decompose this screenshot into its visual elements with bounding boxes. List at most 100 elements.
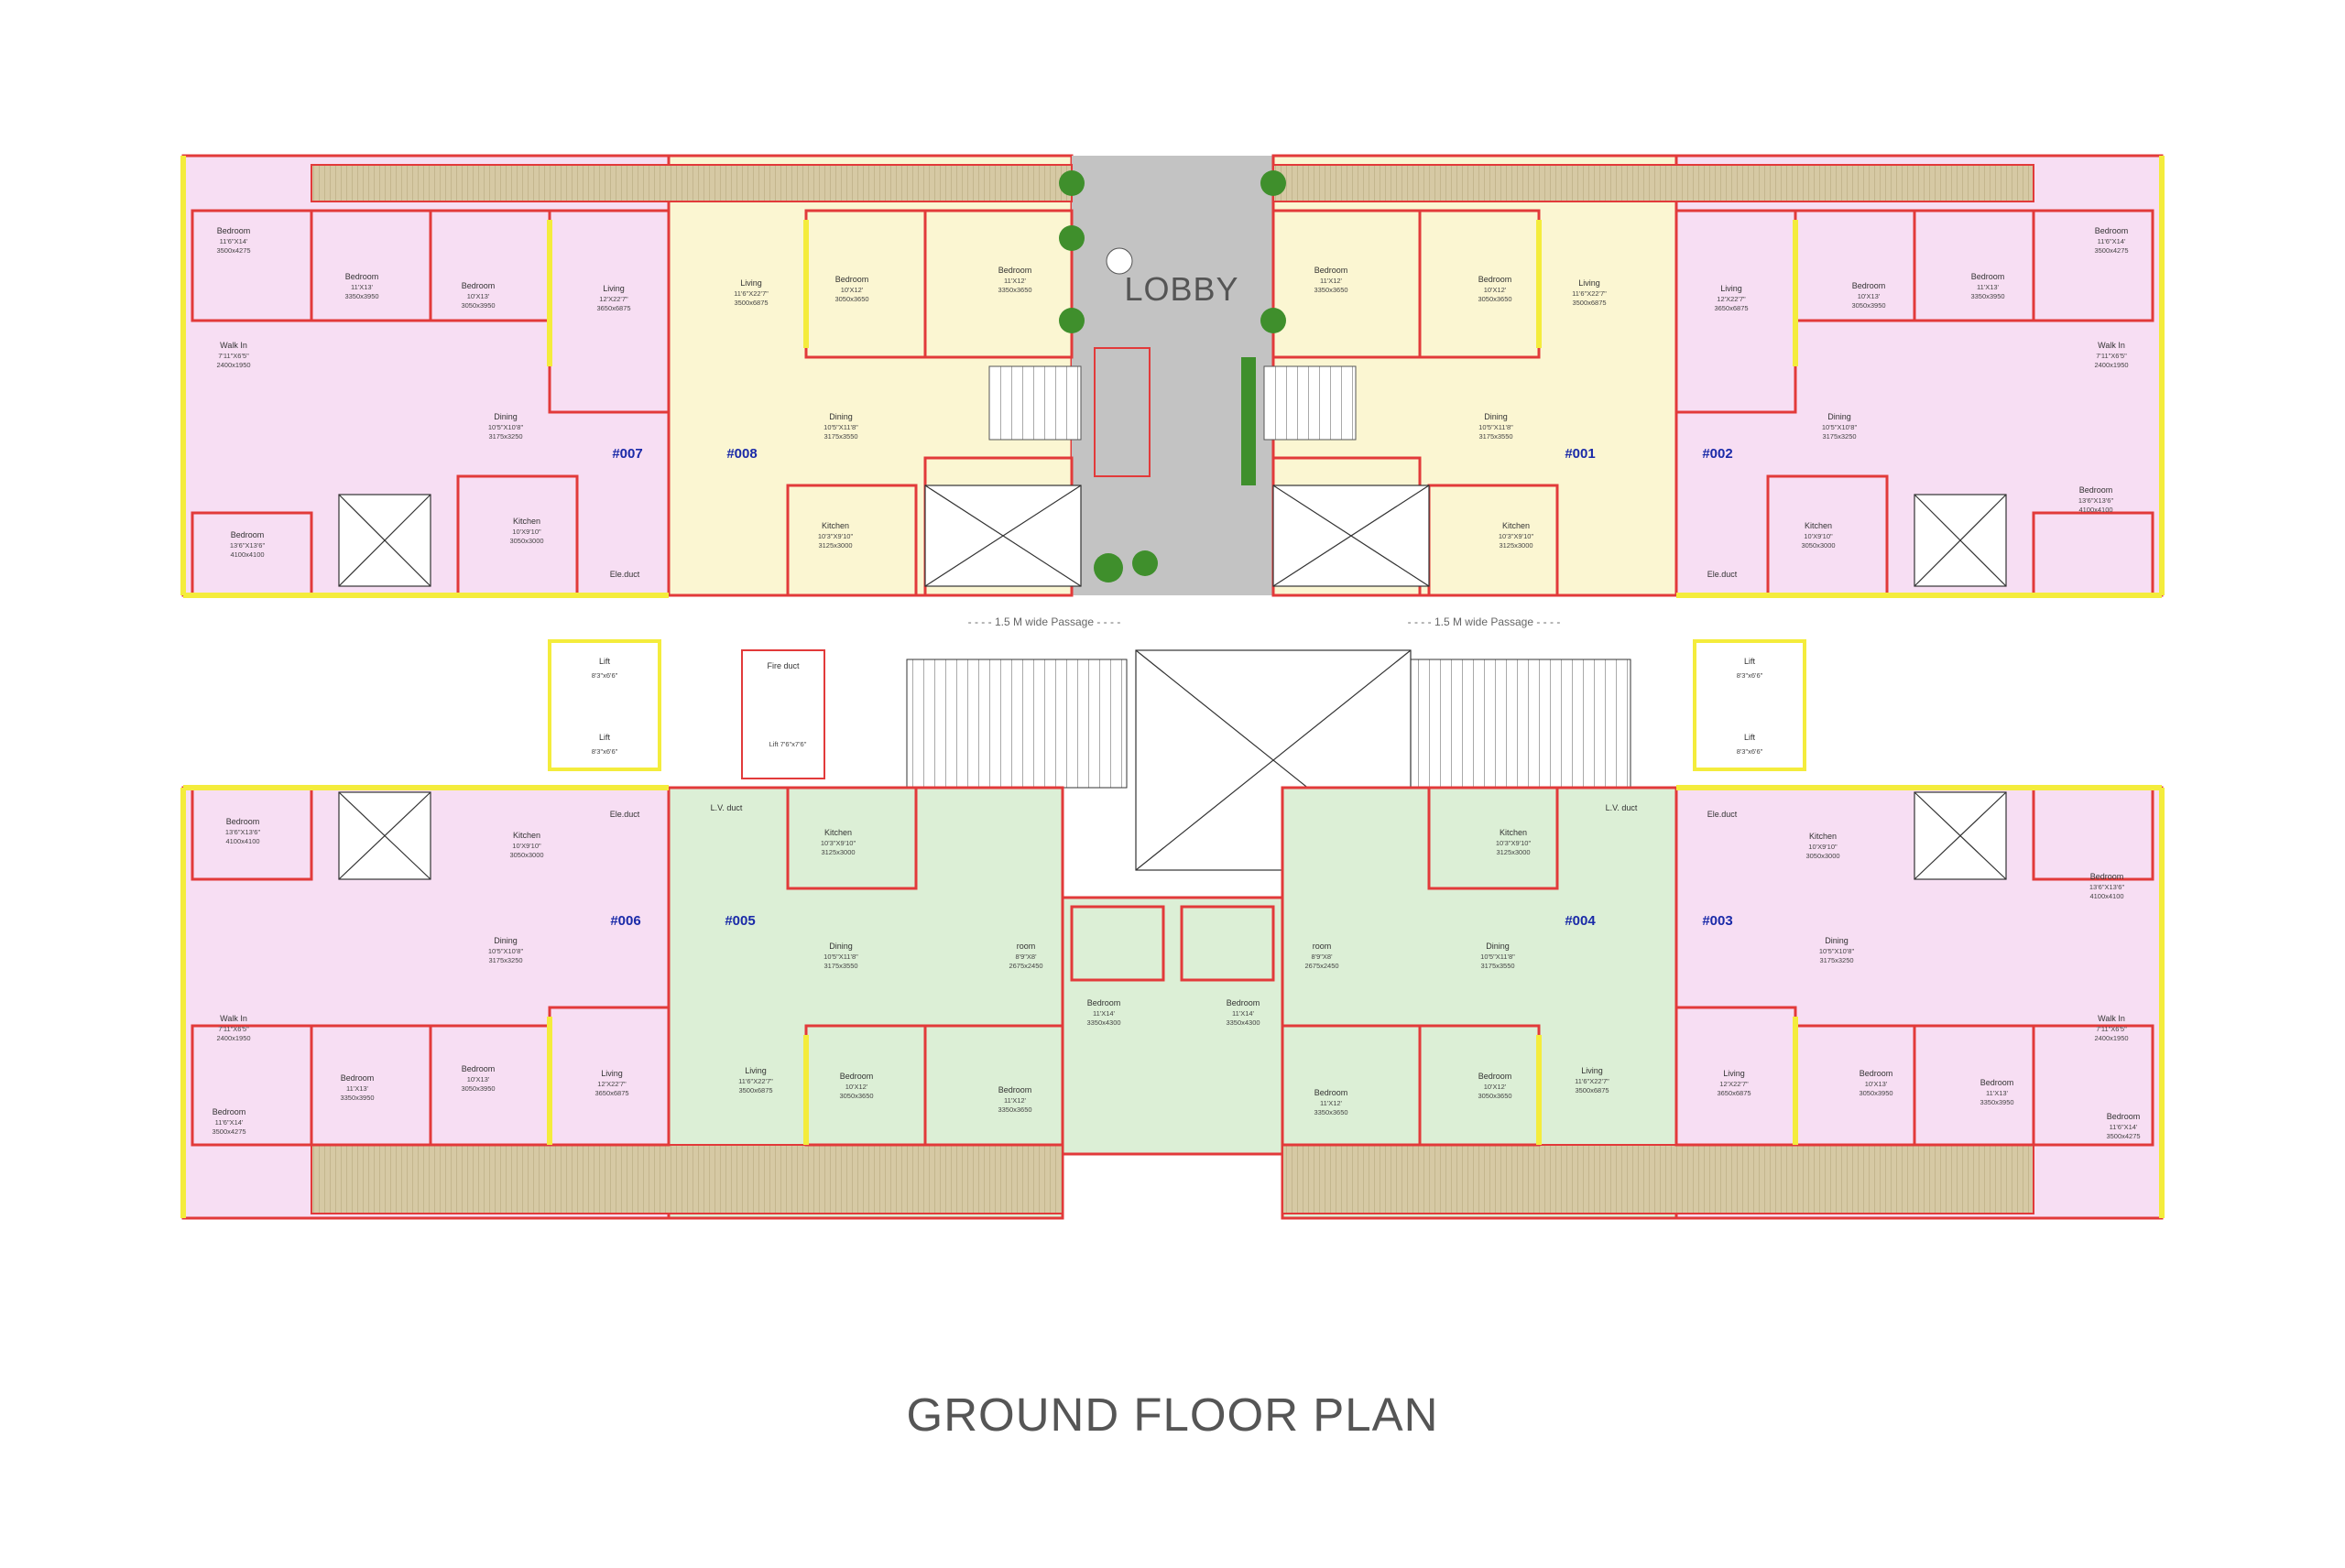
room-mm: 3500x6875 <box>1572 299 1606 307</box>
room-mm: 3350x3950 <box>1970 292 2004 300</box>
room-dim: 10'3"X9'10" <box>1496 839 1532 847</box>
unit-label-001: #001 <box>1565 446 1595 462</box>
room-mm: 3350x4300 <box>1226 1018 1260 1027</box>
room-dim: 10'X12' <box>841 286 864 294</box>
room-dim: 11'X12' <box>1004 1096 1027 1105</box>
room-name: Bedroom <box>998 266 1032 275</box>
room-mm: 3125x3000 <box>1499 541 1532 550</box>
room-mm: 3650x6875 <box>594 1089 628 1097</box>
room-dim: 13'6"X13'6" <box>2089 883 2125 891</box>
room-name: Kitchen <box>1500 828 1527 837</box>
room-mm: 3500x6875 <box>738 1086 772 1094</box>
room-mm: 3050x3950 <box>1851 301 1885 310</box>
room-name: Bedroom <box>1314 266 1348 275</box>
room-name: Bedroom <box>462 1064 496 1073</box>
room-name: Bedroom <box>835 275 869 284</box>
room-dim: 7'11"X6'5" <box>2096 1025 2127 1033</box>
room-mm: 3500x4275 <box>2106 1132 2140 1140</box>
room-mm: 3500x4275 <box>2094 246 2128 255</box>
room-mm: 3500x4275 <box>216 246 250 255</box>
room-mm: 2675x2450 <box>1304 962 1338 970</box>
room-mm: 3350x3950 <box>1980 1098 2013 1106</box>
room-name: Bedroom <box>231 530 265 539</box>
room-dim: 10'3"X9'10" <box>818 532 854 540</box>
elec-duct-label: Ele.duct <box>610 810 640 819</box>
room-name: Bedroom <box>1227 998 1260 1007</box>
room-dim: 11'X12' <box>1004 277 1027 285</box>
room-name: Dining <box>1486 942 1510 951</box>
room-name: Kitchen <box>1809 832 1837 841</box>
lobby-label: LOBBY <box>1124 270 1238 308</box>
room-name: Walk In <box>220 341 247 350</box>
room-mm: 3050x3000 <box>1805 852 1839 860</box>
lobby-desk <box>1094 347 1151 477</box>
room-mm: 3050x3950 <box>461 1084 495 1093</box>
room-mm: 3175x3550 <box>823 432 857 441</box>
room-dim: 10'5"X11'8" <box>823 953 858 961</box>
passage-label-left: - - - - 1.5 M wide Passage - - - - <box>968 615 1121 628</box>
room-name: Living <box>1720 284 1742 293</box>
room-name: Bedroom <box>2090 872 2124 881</box>
lift-label-upper-left: Lift <box>599 657 611 666</box>
room-name: Bedroom <box>2079 485 2113 495</box>
room-name: Kitchen <box>513 517 540 526</box>
room-dim: 11'6"X22'7" <box>1575 1077 1609 1085</box>
room-mm: 3350x4300 <box>1086 1018 1120 1027</box>
room-dim: 10'5"X10'8" <box>488 423 524 431</box>
lift-label-lower-right: Lift <box>1744 733 1756 742</box>
lift-dim-upper-right: 8'3"x6'6" <box>1737 671 1763 680</box>
room-dim: 11'6"X14' <box>220 237 248 245</box>
passage-label-right: - - - - 1.5 M wide Passage - - - - <box>1408 615 1561 628</box>
room-name: Bedroom <box>2107 1112 2141 1121</box>
room-name: Kitchen <box>513 831 540 840</box>
room-dim: 10'X13' <box>467 1075 490 1083</box>
room-dim: 11'6"X14' <box>215 1118 244 1127</box>
room-mm: 3175x3550 <box>1480 962 1514 970</box>
room-mm: 4100x4100 <box>225 837 259 845</box>
room-mm: 3350x3650 <box>1314 1108 1347 1116</box>
room-mm: 4100x4100 <box>2089 892 2123 900</box>
small-lift-label: Lift 7'6"x7'6" <box>769 740 807 748</box>
room-mm: 3125x3000 <box>818 541 852 550</box>
room-dim: 11'X12' <box>1320 277 1343 285</box>
room-dim: 10'3"X9'10" <box>1499 532 1534 540</box>
room-mm: 3175x3250 <box>488 432 522 441</box>
room-mm: 3125x3000 <box>1496 848 1530 856</box>
room-dim: 11'X14' <box>1093 1009 1116 1018</box>
room-dim: 11'X13' <box>346 1084 369 1093</box>
room-name: Bedroom <box>1478 1072 1512 1081</box>
room-dim: 10'5"X11'8" <box>1478 423 1513 431</box>
room-mm: 3350x3950 <box>340 1094 374 1102</box>
unit-label-006: #006 <box>610 913 640 929</box>
balcony-strip-bottom-left <box>311 1144 1063 1214</box>
room-mm: 4100x4100 <box>230 550 264 559</box>
room-dim: 7'11"X6'5" <box>2096 352 2127 360</box>
room-name: Living <box>601 1069 623 1078</box>
room-name: Living <box>603 284 625 293</box>
room-name: Bedroom <box>213 1107 246 1116</box>
room-dim: 12'X22'7" <box>1719 1080 1749 1088</box>
room-dim: 11'6"X22'7" <box>734 289 769 298</box>
room-dim: 13'6"X13'6" <box>225 828 261 836</box>
room-dim: 10'X9'10" <box>1808 843 1838 851</box>
room-dim: 11'X12' <box>1320 1099 1343 1107</box>
room-dim: 12'X22'7" <box>597 1080 627 1088</box>
plan-title: GROUND FLOOR PLAN <box>906 1388 1439 1441</box>
room-name: Dining <box>829 412 853 421</box>
room-mm: 3350x3650 <box>998 286 1031 294</box>
room-mm: 3350x3650 <box>998 1105 1031 1114</box>
room-mm: 3050x3000 <box>509 537 543 545</box>
balcony-strip-bottom-right <box>1282 1144 2034 1214</box>
lobby-zone <box>1072 156 1273 595</box>
room-mm: 3050x3650 <box>1478 295 1511 303</box>
lift-dim-lower-left: 8'3"x6'6" <box>592 747 618 756</box>
room-mm: 3175x3250 <box>1822 432 1856 441</box>
unit-label-007: #007 <box>612 446 642 462</box>
stair-core-upper-left <box>988 365 1082 441</box>
room-name: Kitchen <box>1502 521 1530 530</box>
room-name: Living <box>1723 1069 1745 1078</box>
unit-label-002: #002 <box>1702 446 1732 462</box>
room-mm: 3650x6875 <box>596 304 630 312</box>
room-name: Bedroom <box>217 226 251 235</box>
room-dim: 13'6"X13'6" <box>230 541 266 550</box>
